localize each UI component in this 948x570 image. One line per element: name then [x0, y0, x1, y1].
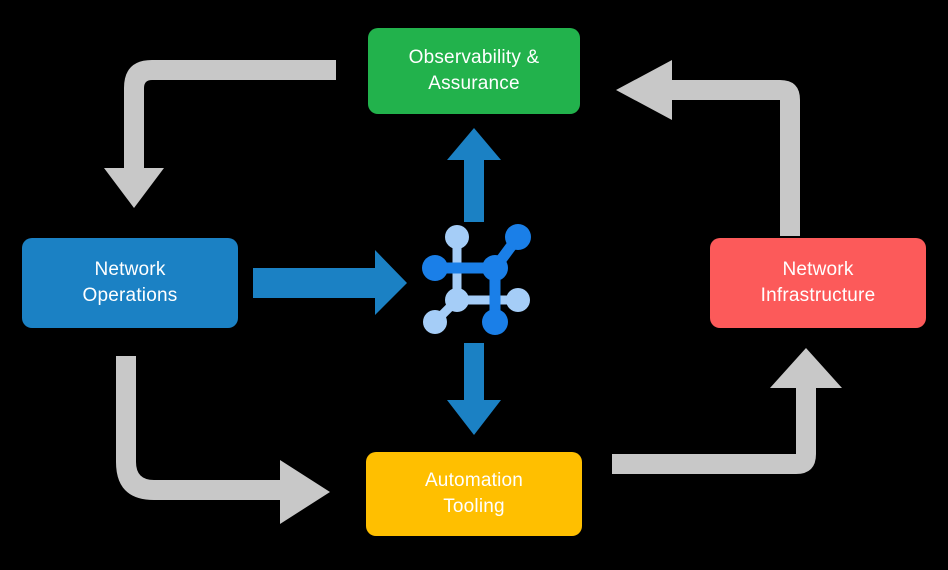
- topology-node-light-center: [445, 288, 469, 312]
- arrow-operations-to-center: [253, 250, 407, 315]
- topology-node-dark-left: [422, 255, 448, 281]
- topology-node-dark-topright: [505, 224, 531, 250]
- topology-dark-edges: [429, 231, 524, 328]
- node-automation-tooling-label: Automation Tooling: [424, 470, 524, 517]
- topology-light-edges: [430, 232, 523, 327]
- topology-dark-nodes: [422, 224, 531, 335]
- topology-node-dark-bottom: [482, 309, 508, 335]
- arrow-automation-to-infrastructure: [612, 348, 842, 474]
- arrow-center-to-observability: [447, 128, 501, 222]
- node-observability-label: Observability & Assurance: [408, 47, 540, 94]
- topology-node-dark-hub: [482, 255, 508, 281]
- node-network-infrastructure-label: Network Infrastructure: [760, 259, 876, 306]
- node-network-infrastructure[interactable]: Network Infrastructure: [710, 238, 926, 328]
- topology-light-nodes: [423, 225, 530, 334]
- node-observability-assurance[interactable]: Observability & Assurance: [368, 28, 580, 114]
- topology-node-light-top: [445, 225, 469, 249]
- arrow-operations-to-automation: [116, 356, 330, 524]
- arrow-center-to-automation: [447, 343, 501, 435]
- arrow-infrastructure-to-observability: [616, 60, 800, 236]
- node-automation-tooling[interactable]: Automation Tooling: [366, 452, 582, 536]
- topology-node-light-bottomleft: [423, 310, 447, 334]
- node-network-operations[interactable]: Network Operations: [22, 238, 238, 328]
- node-network-operations-label: Network Operations: [82, 259, 178, 306]
- topology-node-light-right: [506, 288, 530, 312]
- arrow-observability-to-operations: [104, 60, 336, 208]
